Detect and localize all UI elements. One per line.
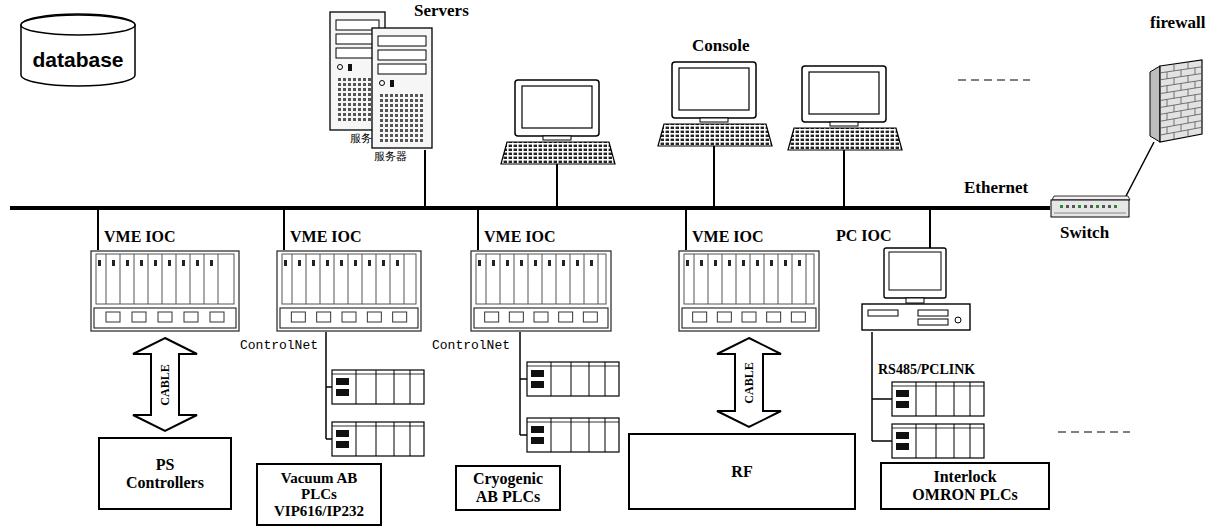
controlnet-wire (326, 438, 332, 440)
pc-computer-drawing (860, 248, 972, 332)
node-heading: Servers (414, 2, 469, 21)
bus-drop (477, 208, 479, 250)
vme-crate-drawing (470, 250, 612, 332)
node-text: RF (731, 463, 752, 481)
rs485-wire (872, 440, 892, 442)
uplink-line (1126, 142, 1154, 196)
network-switch-drawing (1050, 196, 1130, 218)
node-caption: 服务 (350, 132, 372, 144)
edge-label: CABLE (742, 361, 757, 404)
fieldbus-label: ControlNet (432, 338, 510, 353)
firewall-wall: firewall (1148, 58, 1206, 144)
cable-arrow (133, 338, 197, 431)
server-towers-drawing (328, 8, 436, 150)
bus-drop (424, 150, 426, 208)
server-towers: Servers服务服务器 (328, 8, 436, 150)
database-cylinder: database (20, 14, 136, 86)
ethernet-bus (10, 206, 1050, 210)
node-text: Interlock OMRON PLCs (909, 468, 1021, 503)
vme-crate: VME IOC (276, 250, 422, 332)
continuation-dashes (1058, 431, 1130, 432)
subsystem-box: Cryogenic AB PLCs (455, 465, 561, 511)
node-text: database (32, 48, 123, 71)
firewall-wall-drawing (1148, 58, 1206, 144)
rs485-wire (871, 332, 873, 441)
console-workstation (501, 80, 615, 164)
node-text: Cryogenic AB PLCs (462, 470, 554, 505)
vme-crate-drawing (90, 250, 240, 332)
bus-drop (713, 146, 715, 208)
cable-arrow (717, 338, 781, 427)
console-workstation (658, 62, 772, 146)
node-heading: VME IOC (484, 228, 556, 246)
network-label: Ethernet (964, 178, 1028, 198)
vme-crate-drawing (678, 250, 820, 332)
vme-crate: VME IOC (90, 250, 240, 332)
controlnet-wire (520, 434, 527, 436)
bus-drop (843, 150, 845, 208)
fieldbus-label: ControlNet (240, 338, 318, 353)
vme-crate-drawing (276, 250, 422, 332)
controlnet-wire (519, 332, 521, 435)
plc-rack (527, 362, 619, 396)
subsystem-box: Vacuum AB PLCs VIP616/IP232 (256, 463, 382, 526)
node-heading: VME IOC (692, 228, 764, 246)
console-workstation (788, 66, 902, 150)
bus-drop (97, 208, 99, 250)
plc-rack (892, 382, 984, 416)
plc-rack (332, 422, 424, 456)
bus-drop (929, 208, 931, 248)
network-switch: Switch (1050, 196, 1130, 218)
node-text: PS Controllers (115, 456, 215, 491)
subsystem-box: RF (628, 433, 856, 510)
fieldbus-label: RS485/PCLINK (878, 362, 975, 378)
node-text: Vacuum AB PLCs VIP616/IP232 (263, 470, 375, 520)
controlnet-wire (326, 386, 332, 388)
node-heading: VME IOC (290, 228, 362, 246)
subsystem-box: Interlock OMRON PLCs (880, 462, 1050, 510)
pc-computer: PC IOC (860, 248, 972, 332)
subsystem-box: PS Controllers (98, 437, 232, 510)
node-heading: Switch (1060, 224, 1109, 243)
node-heading: VME IOC (104, 228, 176, 246)
vme-crate: VME IOC (470, 250, 612, 332)
plc-rack (527, 418, 619, 452)
rs485-wire (872, 398, 892, 400)
vme-crate: VME IOC (678, 250, 820, 332)
node-heading: PC IOC (836, 227, 892, 245)
bus-drop (685, 208, 687, 250)
plc-rack (332, 370, 424, 404)
controlnet-wire (325, 332, 327, 439)
bus-drop (283, 208, 285, 250)
node-heading: firewall (1150, 14, 1205, 33)
edge-label: CABLE (158, 363, 173, 406)
bus-drop (556, 164, 558, 208)
continuation-dashes (958, 79, 1030, 80)
plc-rack (892, 424, 984, 458)
group-label: Console (692, 36, 750, 56)
node-caption: 服务器 (374, 150, 407, 162)
controlnet-wire (520, 378, 527, 380)
